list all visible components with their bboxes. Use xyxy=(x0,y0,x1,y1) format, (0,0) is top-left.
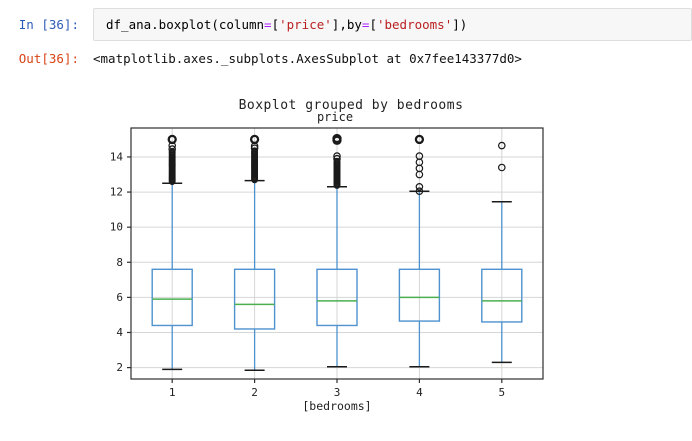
x-tick-label: 5 xyxy=(498,386,505,399)
outlier-point xyxy=(332,133,342,144)
boxplot-box xyxy=(481,268,523,323)
output-prompt: Out[36]: xyxy=(18,51,79,66)
code-token-plain: df_ana.boxplot(column xyxy=(106,17,265,32)
outlier-point xyxy=(415,183,424,191)
x-tick-label: 3 xyxy=(334,386,341,399)
boxplot-box xyxy=(316,268,358,327)
output-repr-text: <matplotlib.axes._subplots.AxesSubplot a… xyxy=(93,51,522,66)
x-tick-label: 2 xyxy=(251,386,258,399)
y-tick-label: 12 xyxy=(110,186,123,199)
notebook-output-cell: Out[36]: <matplotlib.axes._subplots.Axes… xyxy=(0,50,692,67)
outlier-point xyxy=(168,145,177,153)
code-token-string: 'bedrooms' xyxy=(376,17,453,32)
code-cell-input[interactable]: df_ana.boxplot(column=['price'],by=['bed… xyxy=(93,8,692,41)
code-token-plain: [ xyxy=(271,17,280,32)
boxplot-box xyxy=(233,268,276,330)
y-tick-label: 8 xyxy=(116,256,123,269)
notebook-input-cell: In [36]: df_ana.boxplot(column=['price']… xyxy=(0,8,692,41)
outlier-point xyxy=(251,176,259,184)
y-tick-label: 10 xyxy=(110,221,123,234)
y-tick-label: 2 xyxy=(116,361,123,374)
code-token-operator: = xyxy=(361,17,370,32)
outlier-point xyxy=(167,134,177,145)
outlier-point xyxy=(168,178,176,186)
y-tick-label: 14 xyxy=(110,150,124,163)
y-tick-label: 6 xyxy=(116,291,123,304)
chart-subtitle: price xyxy=(317,110,353,124)
outlier-point xyxy=(497,141,506,150)
outlier-point xyxy=(415,187,424,195)
input-prompt: In [36]: xyxy=(18,17,79,32)
chart-title: Boxplot grouped by bedrooms xyxy=(239,98,464,113)
outlier-point xyxy=(414,134,425,145)
outlier-point xyxy=(249,134,260,145)
outlier-point xyxy=(250,144,259,152)
outlier-point xyxy=(333,152,341,160)
code-token-plain: ],by xyxy=(331,17,362,32)
outlier-point xyxy=(333,154,341,163)
code-line[interactable]: df_ana.boxplot(column=['price'],by=['bed… xyxy=(106,16,683,33)
x-tick-label: 4 xyxy=(416,386,423,399)
code-token-plain: [ xyxy=(369,17,377,32)
outlier-point xyxy=(415,152,424,160)
outlier-point xyxy=(497,163,506,172)
y-tick-label: 4 xyxy=(116,326,123,339)
outlier-point xyxy=(333,182,341,189)
boxplot-box xyxy=(398,268,441,322)
code-token-operator: = xyxy=(264,17,272,32)
code-token-string: 'price' xyxy=(279,17,332,32)
boxplot-box xyxy=(151,268,193,327)
x-tick-label: 1 xyxy=(169,386,176,399)
x-axis-label: [bedrooms] xyxy=(302,399,371,413)
code-token-plain: ]) xyxy=(452,17,468,32)
